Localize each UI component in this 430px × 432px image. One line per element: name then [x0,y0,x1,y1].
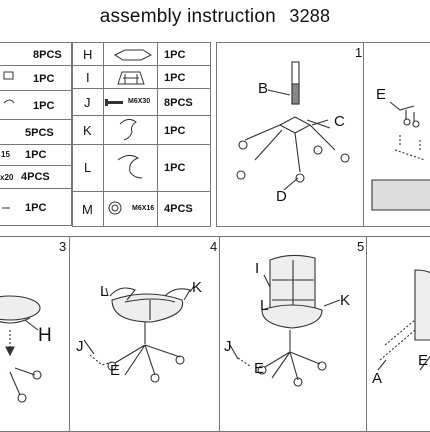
armrest-l-icon [118,155,142,178]
callout-e: E [418,352,428,369]
callout-d: D [276,188,287,205]
callout-c: C [334,113,345,130]
star-base-drawing [237,62,349,190]
step4-drawing [84,286,194,382]
callout-l: L [260,297,268,314]
callout-k: K [192,279,202,296]
callout-j: J [224,338,232,355]
armrest-k-icon [120,119,136,140]
callout-j: J [76,338,84,355]
step5-drawing [230,255,340,386]
callout-e: E [110,362,120,379]
callout-l: L [100,283,108,300]
callout-b: B [258,80,268,97]
callout-h: H [38,325,52,347]
backrest-icon [118,72,144,84]
bolt-head-icon [105,99,108,106]
step3-drawing [0,296,41,402]
callout-e: E [376,86,386,103]
bolt-icon [107,101,123,104]
seat-mount-drawing [372,102,430,210]
callout-k: K [340,292,350,309]
washer-icon [109,202,121,214]
washer-hole-icon [112,205,118,211]
callout-a: A [372,370,382,387]
part-sketch-icon [4,72,13,79]
part-sketch-icon [4,100,14,103]
callout-e: E [254,360,264,377]
seat-plate-icon [115,50,151,60]
callout-i: I [255,260,259,277]
